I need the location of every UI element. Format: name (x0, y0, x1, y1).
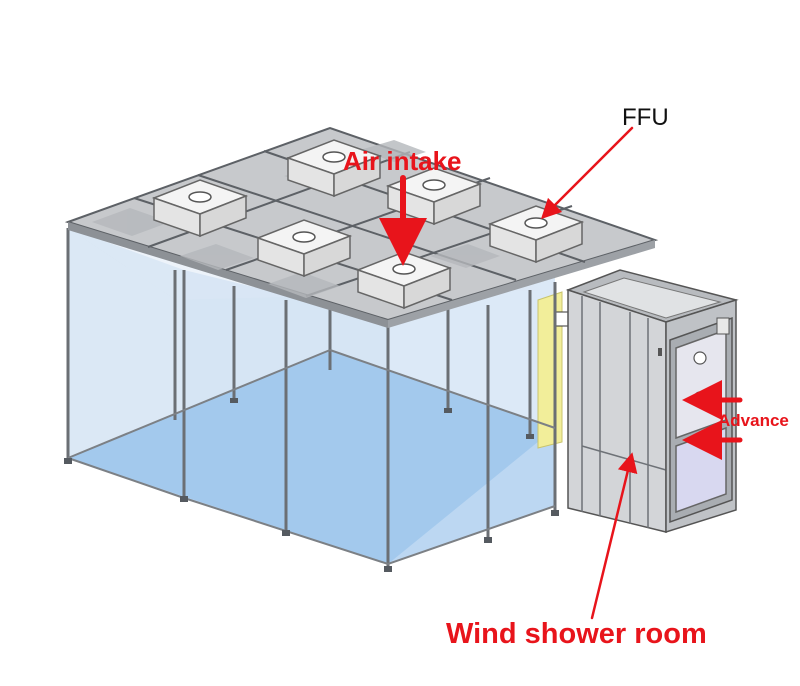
ceiling-grid (64, 126, 659, 328)
arrow-icon (540, 126, 634, 220)
ffu-box-5 (355, 251, 453, 310)
annotation-arrows (379, 126, 743, 620)
ffu-box-2 (285, 139, 383, 198)
ffu-label: FFU (622, 104, 669, 131)
ffu-box-1 (151, 179, 249, 238)
ffu-box-4 (385, 167, 483, 226)
wind-shower-room-label: Wind shower room (446, 618, 707, 650)
advance-label: Advance (718, 411, 789, 430)
frame-posts (66, 228, 557, 568)
ffu-box-3 (255, 219, 353, 278)
wind-shower-unit (565, 269, 739, 534)
arrow-icon (590, 452, 638, 620)
air-intake-label: Air intake (343, 146, 462, 176)
